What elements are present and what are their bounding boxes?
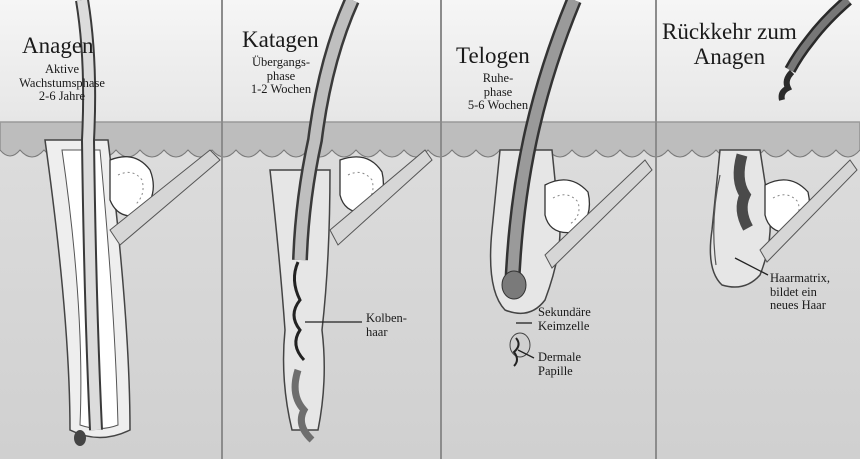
- sekundaere-keimzelle-label: Sekundäre Keimzelle: [538, 306, 591, 333]
- dermale-papille-label: Dermale Papille: [538, 351, 581, 378]
- anagen-subtitle: Aktive Wachstumsphase 2-6 Jahre: [2, 63, 122, 104]
- haarmatrix-label: Haarmatrix, bildet ein neues Haar: [770, 272, 830, 313]
- telogen-subtitle: Ruhe- phase 5-6 Wochen: [444, 72, 552, 113]
- telogen-title: Telogen: [456, 44, 530, 69]
- kolbenhaar-label: Kolben- haar: [366, 312, 407, 339]
- return-anagen-title: Rückkehr zum Anagen: [662, 20, 797, 70]
- katagen-subtitle: Übergangs- phase 1-2 Wochen: [228, 56, 334, 97]
- anagen-title: Anagen: [22, 34, 94, 59]
- katagen-title: Katagen: [242, 28, 319, 53]
